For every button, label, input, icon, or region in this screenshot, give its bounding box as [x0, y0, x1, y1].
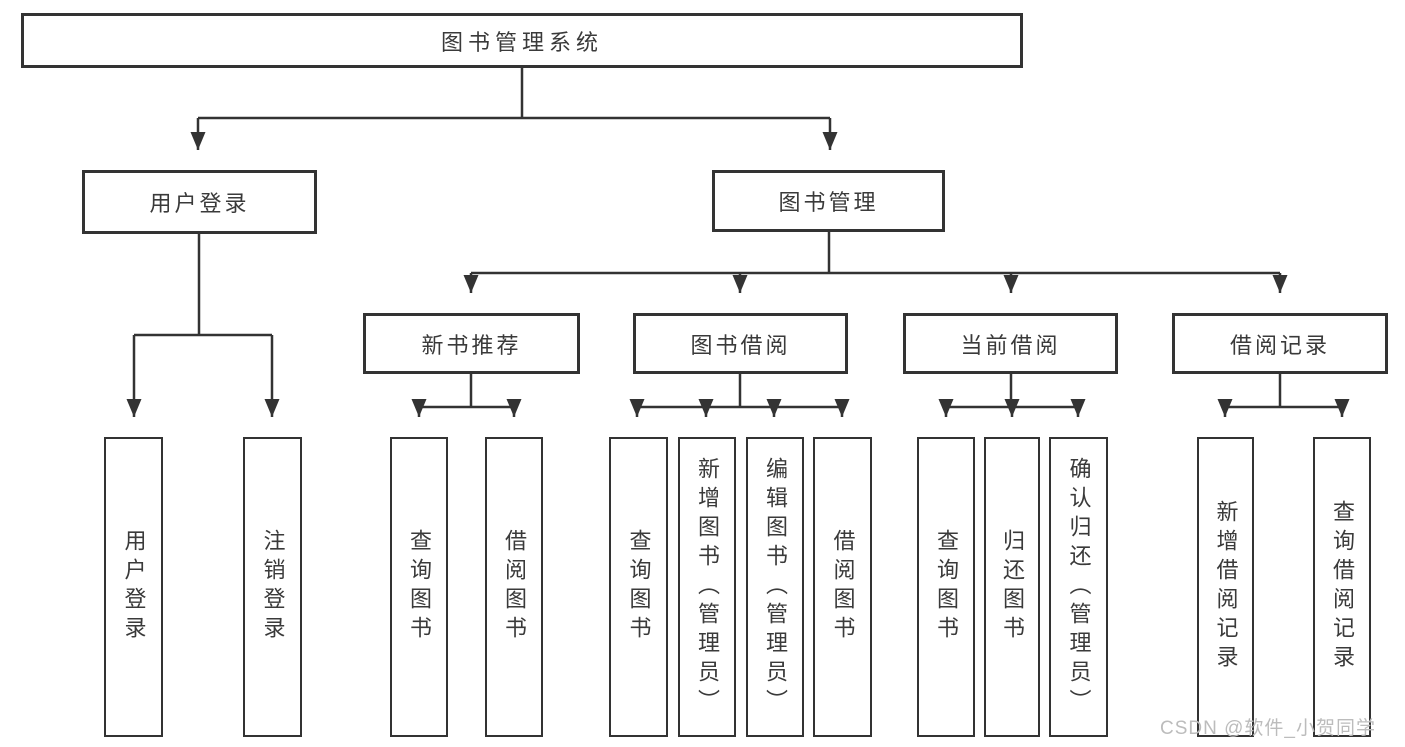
- node-borrowing-records: 借阅记录: [1172, 313, 1388, 374]
- node-label: 图书管理: [778, 190, 879, 215]
- node-label: 图书借阅: [690, 332, 791, 358]
- node-library-management-system: 图书管理系统: [21, 13, 1023, 68]
- node-label: 查询图书: [626, 529, 652, 645]
- node-borrow-book-recommend: 借阅图书: [485, 437, 543, 737]
- node-user-login-module: 用户登录: [82, 170, 317, 234]
- node-add-borrow-record: 新增借阅记录: [1197, 437, 1254, 737]
- node-user-login-leaf: 用户登录: [104, 437, 163, 737]
- node-label: 查询借阅记录: [1330, 500, 1355, 674]
- node-label: 借阅图书: [830, 529, 856, 645]
- node-new-book-recommend: 新书推荐: [363, 313, 580, 374]
- node-confirm-return-admin: 确认归还（管理员）: [1049, 437, 1108, 737]
- node-label: 归还图书: [1000, 529, 1025, 645]
- node-logout: 注销登录: [243, 437, 302, 737]
- csdn-watermark: CSDN @软件_小贺同学: [1160, 718, 1376, 739]
- node-query-book-borrowing: 查询图书: [609, 437, 668, 737]
- node-query-book-recommend: 查询图书: [390, 437, 448, 737]
- node-label: 注销登录: [260, 529, 286, 645]
- node-query-book-current: 查询图书: [917, 437, 975, 737]
- node-label: 借阅图书: [502, 529, 527, 645]
- node-label: 确认归还（管理员）: [1066, 456, 1092, 718]
- node-label: 用户登录: [121, 529, 147, 645]
- node-label: 查询图书: [934, 529, 959, 645]
- node-label: 新书推荐: [421, 332, 522, 358]
- node-book-borrowing: 图书借阅: [633, 313, 848, 374]
- node-borrow-book-leaf: 借阅图书: [813, 437, 872, 737]
- node-add-book-admin: 新增图书（管理员）: [678, 437, 736, 737]
- node-label: 图书管理系统: [440, 29, 603, 55]
- node-label: 当前借阅: [960, 332, 1061, 358]
- node-label: 借阅记录: [1229, 332, 1330, 358]
- node-label: 编辑图书（管理员）: [763, 456, 788, 718]
- node-query-borrow-record: 查询借阅记录: [1313, 437, 1371, 737]
- node-edit-book-admin: 编辑图书（管理员）: [746, 437, 804, 737]
- node-return-book: 归还图书: [984, 437, 1040, 737]
- node-label: 新增图书（管理员）: [695, 456, 720, 718]
- node-label: 新增借阅记录: [1213, 500, 1239, 674]
- node-label: 用户登录: [149, 191, 250, 216]
- node-label: 查询图书: [407, 529, 432, 645]
- node-current-borrowing: 当前借阅: [903, 313, 1118, 374]
- node-book-management-module: 图书管理: [712, 170, 945, 232]
